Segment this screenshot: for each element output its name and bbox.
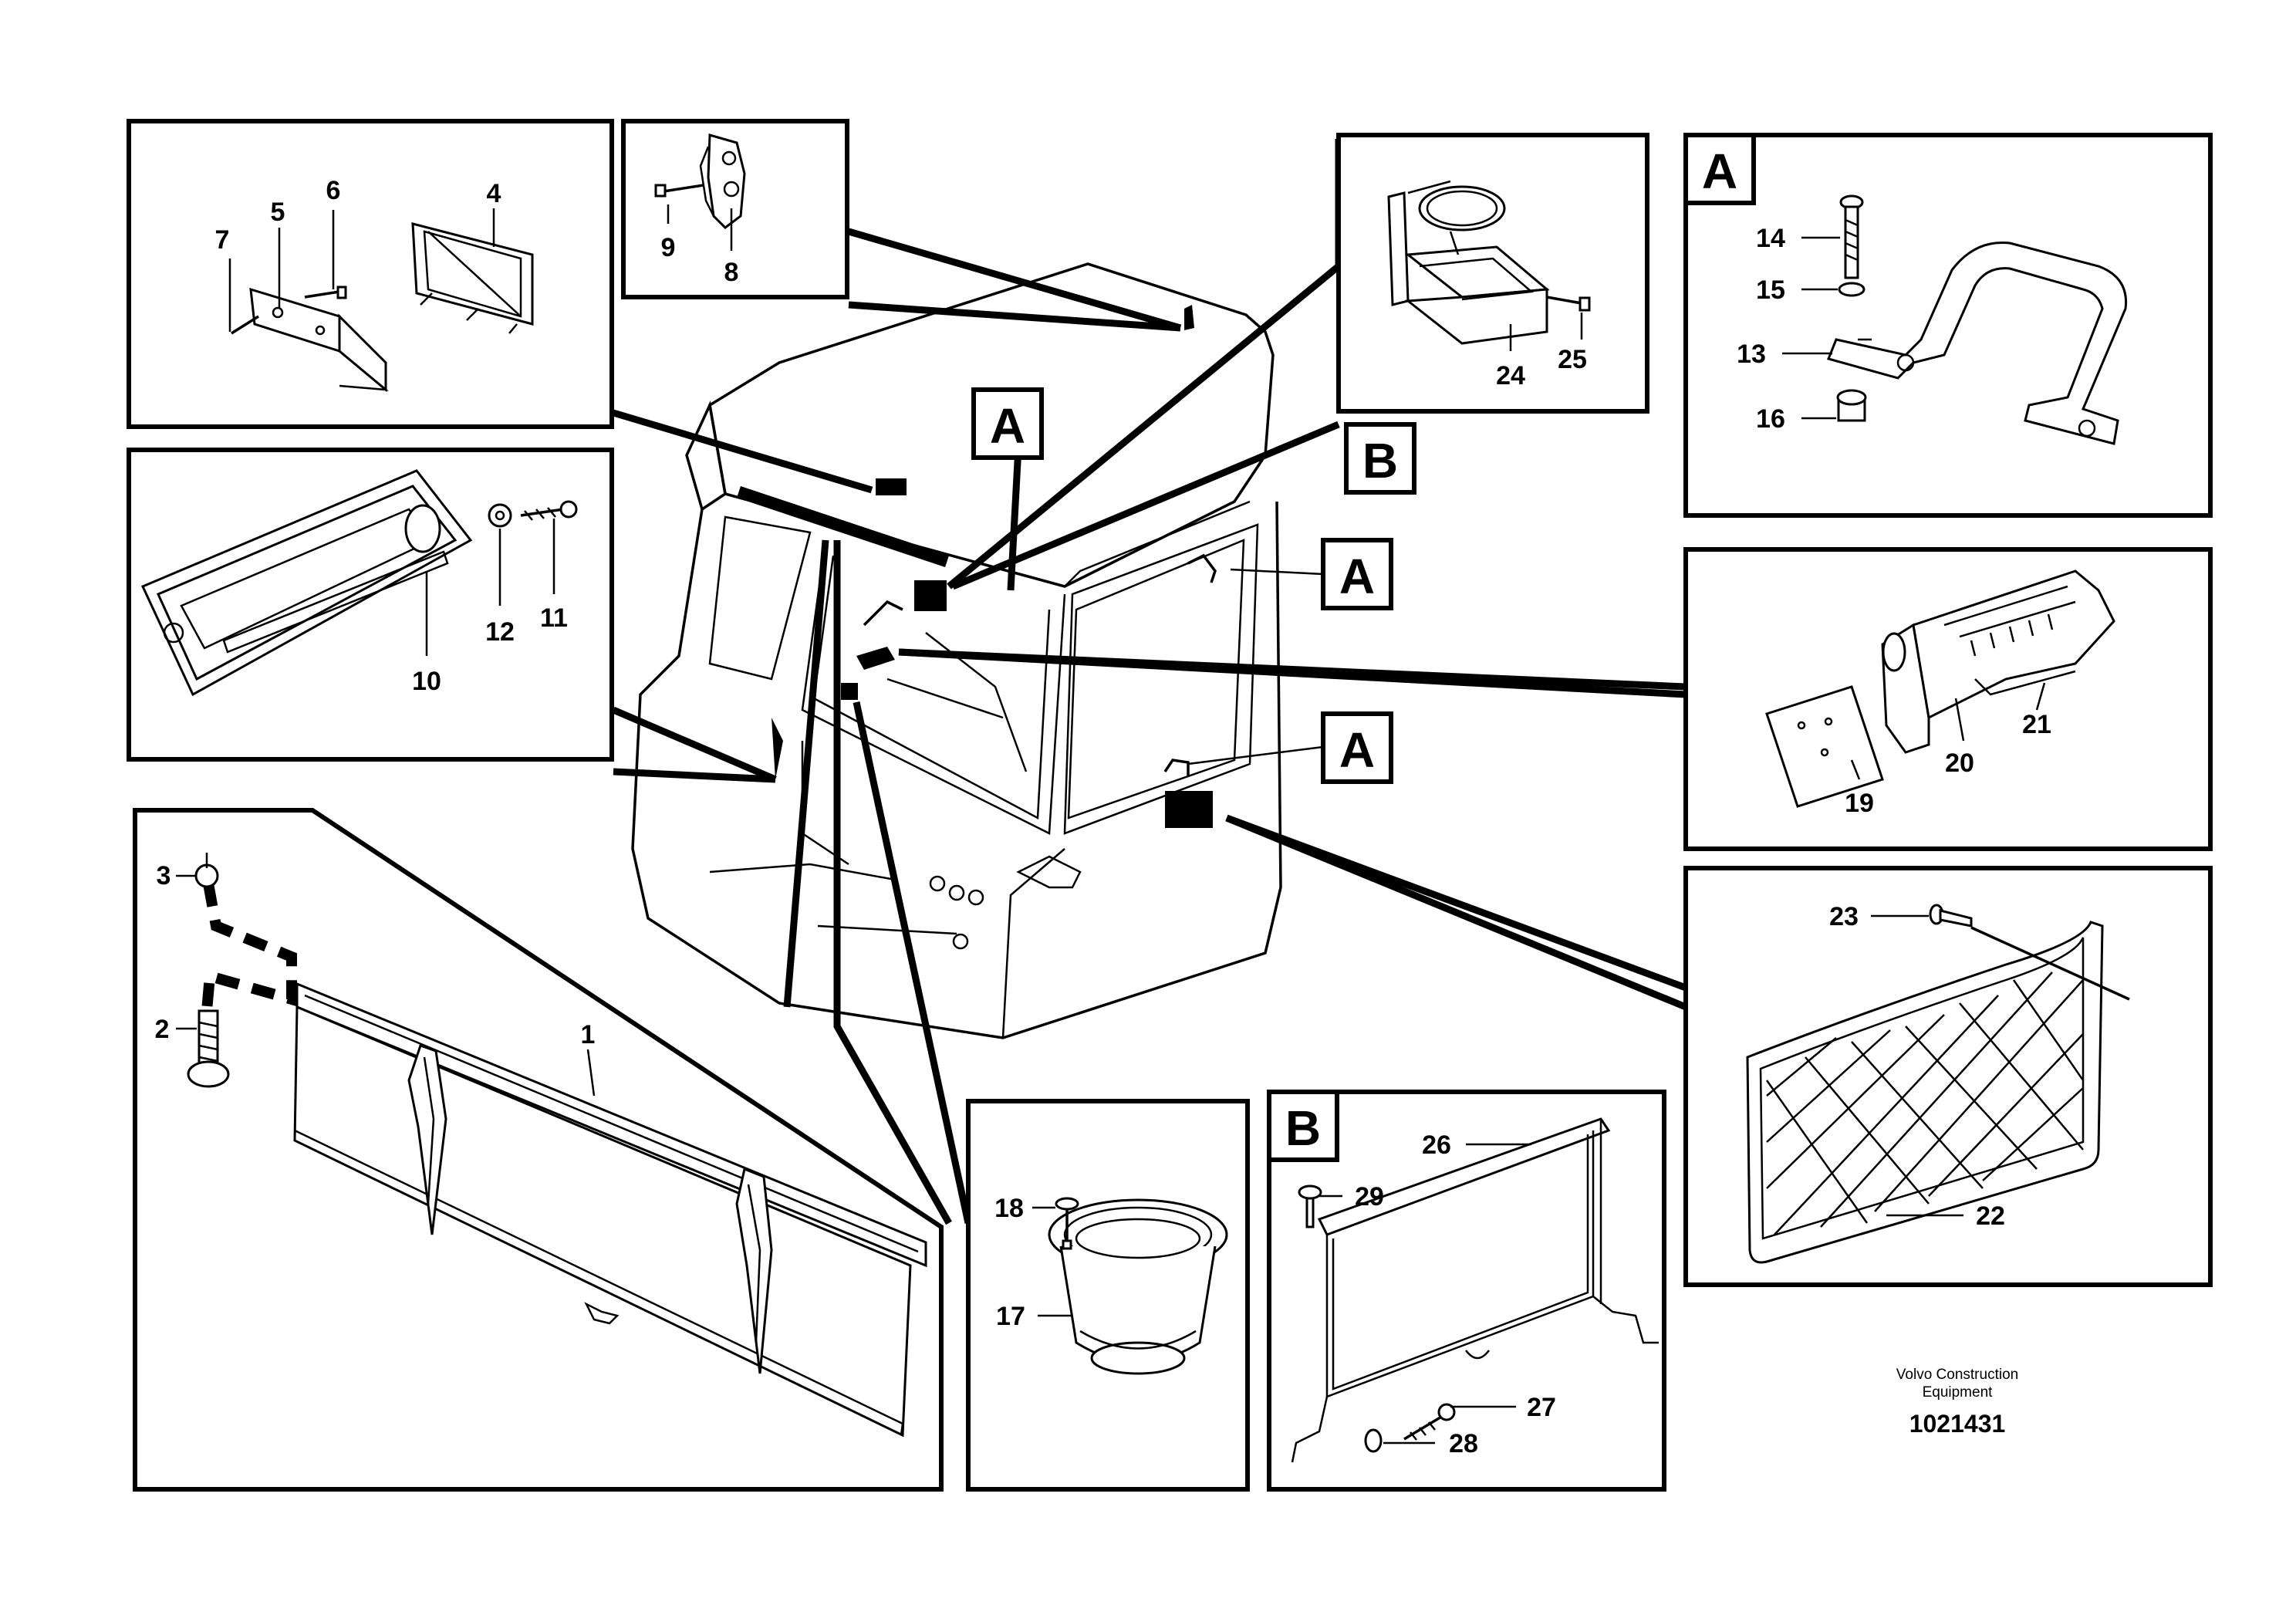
part-label-13: 13: [1737, 340, 1766, 369]
part-label-17: 17: [996, 1302, 1025, 1331]
part-label-15: 15: [1756, 275, 1785, 305]
detail-box-latch: 20 21 19: [1683, 547, 2213, 851]
cab-cupholder-marker: [914, 580, 947, 611]
part-label-26: 26: [1422, 1130, 1451, 1160]
part-label-10: 10: [412, 667, 441, 696]
cab-tag-a-top: A: [990, 398, 1025, 454]
detail-box-net: 23 22: [1683, 866, 2213, 1287]
part-label-6: 6: [326, 176, 341, 205]
cab-plate-marker: [876, 478, 907, 495]
part-label-11: 11: [540, 603, 568, 633]
part-label-21: 21: [2022, 710, 2051, 739]
footer: Volvo Construction Equipment 1021431: [1896, 1367, 2018, 1438]
part-label-23: 23: [1829, 902, 1859, 931]
part-label-1: 1: [581, 1020, 596, 1049]
part-label-16: 16: [1756, 404, 1785, 434]
detail-box-cupholder: 24 25: [1336, 133, 1649, 414]
cab-net-marker: [1165, 791, 1213, 828]
part-label-20: 20: [1945, 748, 1974, 778]
cab-pocket-marker: [772, 718, 783, 779]
part-label-4: 4: [487, 179, 501, 208]
detail-box-a: A 14 15 13 16: [1683, 133, 2213, 518]
part-label-25: 25: [1558, 345, 1587, 374]
cab-hook-marker: [1184, 305, 1194, 330]
part-label-2: 2: [155, 1015, 170, 1044]
part-label-18: 18: [994, 1194, 1024, 1223]
footer-company-line1: Volvo Construction: [1896, 1367, 2018, 1383]
detail-box-hook: 9 8: [621, 119, 849, 299]
cab-tag-b: B: [1362, 433, 1398, 488]
detail-box-plate: 7 5 6 4: [127, 119, 614, 429]
part-label-28: 28: [1449, 1429, 1478, 1458]
detail-tag-b: B: [1285, 1100, 1321, 1156]
part-label-7: 7: [215, 225, 230, 255]
part-label-19: 19: [1845, 789, 1874, 818]
callout-leaders: [612, 139, 1687, 1225]
cab-latch-marker: [856, 647, 895, 670]
part-label-8: 8: [724, 258, 739, 287]
part-label-5: 5: [271, 198, 285, 227]
footer-company-line2: Equipment: [1923, 1384, 1994, 1401]
part-label-24: 24: [1496, 361, 1525, 390]
cab-tag-a-middle: A: [1339, 549, 1375, 604]
cab-illustration: [631, 262, 1282, 1039]
detail-tag-a: A: [1702, 144, 1737, 199]
part-label-12: 12: [485, 617, 515, 647]
part-label-22: 22: [1976, 1201, 2005, 1231]
footer-drawing-id: 1021431: [1909, 1410, 2006, 1438]
cab-reference-tags: A B A A: [971, 387, 1416, 784]
detail-box-blind: 3 2 1: [133, 808, 944, 1492]
detail-box-handle: 12 11 10: [127, 448, 614, 762]
part-label-3: 3: [157, 861, 171, 890]
cab-tag-a-lower: A: [1339, 722, 1375, 778]
part-label-27: 27: [1527, 1393, 1556, 1422]
part-label-14: 14: [1756, 224, 1785, 253]
detail-box-b: B 26 29 27 28: [1267, 1090, 1666, 1492]
detail-box-cup: 18 17: [966, 1099, 1250, 1492]
cab-cup-marker: [841, 683, 858, 700]
part-label-9: 9: [661, 233, 676, 262]
part-label-29: 29: [1355, 1182, 1384, 1211]
cab-strip-marker: [737, 486, 949, 567]
